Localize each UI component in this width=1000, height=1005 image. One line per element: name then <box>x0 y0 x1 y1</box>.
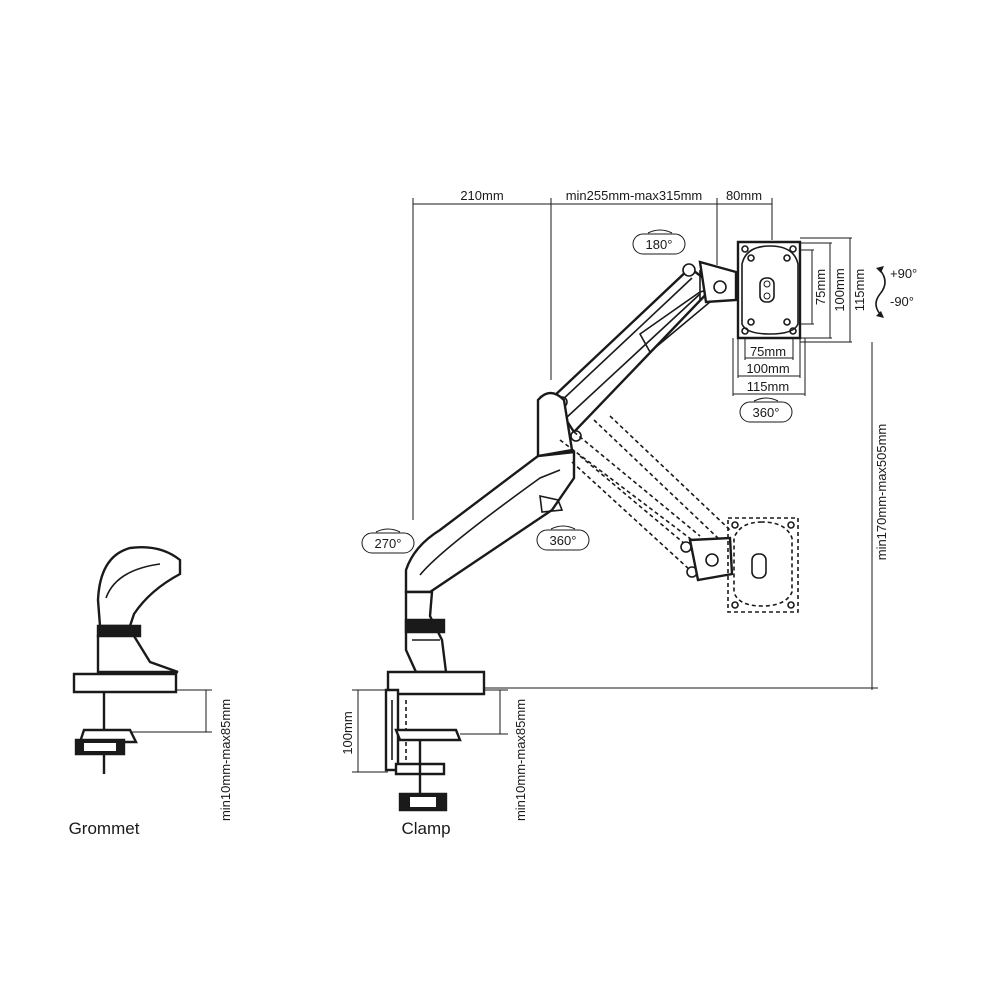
main-pole <box>404 590 448 674</box>
badge-swivel-360-head: 360° <box>739 397 793 423</box>
dim-vesa-h-75: 75mm <box>750 344 786 359</box>
dim-clamp-depth: 100mm <box>340 711 355 754</box>
badge-base-270-label: 270° <box>375 536 402 551</box>
ghost-arm <box>559 415 734 582</box>
badge-tilt-180: 180° <box>632 229 686 255</box>
dim-vesa-h-115: 115mm <box>747 379 789 394</box>
dim-arm-upper: min255mm-max315mm <box>566 188 703 203</box>
dim-vesa-v-100: 100mm <box>832 268 847 311</box>
height-dimension-line <box>484 342 878 690</box>
dim-vesa-v-115: 115mm <box>852 269 867 311</box>
badge-arm-360: 360° <box>536 525 590 551</box>
badge-base-270: 270° <box>361 528 415 554</box>
grommet-dimension-lines <box>132 689 212 733</box>
vesa-vertical-dimension-lines <box>800 237 852 343</box>
vesa-horizontal-dimension-lines <box>732 338 806 396</box>
clamp-dimension-lines <box>352 689 508 773</box>
tilt-down-label: -90° <box>890 294 914 309</box>
dim-height-range: min170mm-max505mm <box>874 424 889 561</box>
dim-vesa-v-75: 75mm <box>813 269 828 305</box>
grommet-assembly <box>72 546 182 774</box>
tilt-arrow-icon <box>875 266 886 318</box>
upper-arm <box>550 260 738 442</box>
lower-arm <box>404 391 576 594</box>
clamp-assembly <box>384 670 486 812</box>
ghost-vesa-plate <box>727 517 799 613</box>
caption-clamp: Clamp <box>401 819 450 838</box>
caption-grommet: Grommet <box>69 819 140 838</box>
vesa-plate <box>736 240 802 340</box>
dim-head-offset: 80mm <box>726 188 762 203</box>
badge-swivel-360-head-label: 360° <box>753 405 780 420</box>
dim-clamp-desk: min10mm-max85mm <box>513 699 528 821</box>
tilt-up-label: +90° <box>890 266 917 281</box>
top-dimension-lines <box>412 198 773 520</box>
dim-grommet-desk: min10mm-max85mm <box>218 699 233 821</box>
dim-arm-lower: 210mm <box>460 188 503 203</box>
badge-arm-360-label: 360° <box>550 533 577 548</box>
dim-vesa-h-100: 100mm <box>746 361 789 376</box>
badge-tilt-180-label: 180° <box>646 237 673 252</box>
